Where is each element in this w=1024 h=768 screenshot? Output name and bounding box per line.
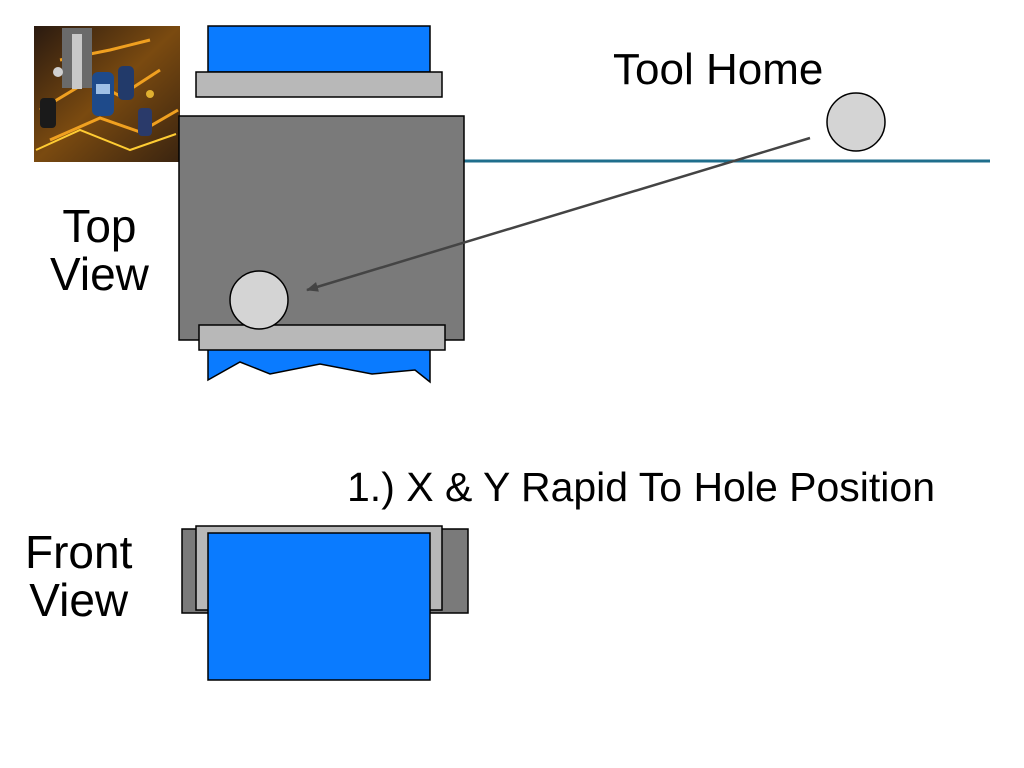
top-view-blue-part-bottom [207, 345, 431, 384]
tool-at-hole-icon [229, 270, 289, 330]
tool-home-label: Tool Home [613, 45, 824, 94]
top-view-fixture [178, 115, 465, 341]
rapid-move-arrow [306, 136, 811, 292]
top-view-lower-clamp [198, 324, 446, 351]
top-view-upper-clamp [195, 71, 443, 98]
top-view-label-line2: View [50, 248, 149, 300]
front-view-label-line2: View [29, 574, 129, 626]
tool-home-icon [826, 92, 886, 152]
front-view-label-line1: Front [25, 526, 133, 578]
top-view-blue-part-top [207, 25, 431, 73]
front-view-label: Front View [25, 528, 132, 624]
circuit-board-photo-icon [34, 26, 180, 162]
front-view-blue-part [207, 532, 431, 681]
step-caption: 1.) X & Y Rapid To Hole Position [347, 464, 936, 510]
top-view-label: Top View [50, 202, 149, 298]
top-view-label-line1: Top [62, 200, 137, 252]
